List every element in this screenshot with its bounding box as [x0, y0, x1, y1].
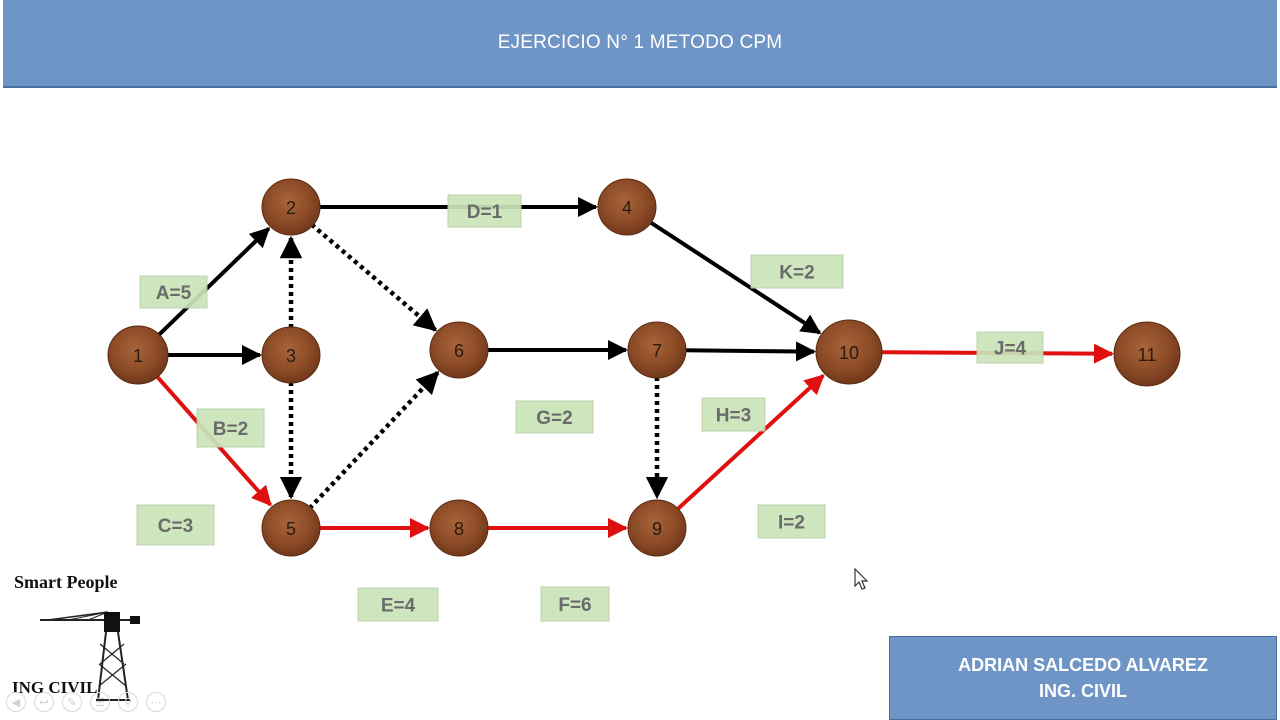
node-label-8: 8 — [454, 519, 464, 539]
activity-label-j: J=4 — [994, 339, 1027, 360]
activity-box-c: C=3 — [136, 504, 215, 546]
header-bar: EJERCICIO N° 1 METODO CPM — [3, 0, 1277, 88]
node-5: 5 — [261, 499, 321, 557]
back-icon[interactable]: ↩ — [34, 692, 54, 712]
activity-label-i: I=2 — [778, 513, 805, 534]
prev-icon[interactable]: ◀ — [6, 692, 26, 712]
player-controls: ◀ ↩ ✎ ☰ ⚲ ⋯ — [6, 692, 166, 712]
smart-people-logo: Smart People ING CIVIL — [8, 570, 158, 710]
activity-box-a: A=5 — [139, 275, 208, 309]
node-label-2: 2 — [286, 198, 296, 218]
activity-label-a: A=5 — [156, 283, 192, 304]
author-profession: ING. CIVIL — [1038, 681, 1127, 701]
node-4: 4 — [597, 178, 657, 236]
activity-label-g: G=2 — [536, 408, 572, 429]
node-6: 6 — [429, 321, 489, 379]
node-8: 8 — [429, 499, 489, 557]
page-title: EJERCICIO N° 1 METODO CPM — [497, 32, 783, 53]
edge-2-6 — [310, 222, 438, 332]
node-11: 11 — [1113, 321, 1181, 387]
node-3: 3 — [261, 326, 321, 384]
pen-icon[interactable]: ✎ — [62, 692, 82, 712]
node-label-5: 5 — [286, 519, 296, 539]
activity-box-b: B=2 — [196, 408, 265, 448]
node-9: 9 — [627, 499, 687, 557]
node-label-9: 9 — [652, 519, 662, 539]
node-label-7: 7 — [652, 341, 662, 361]
activity-label-h: H=3 — [716, 406, 751, 427]
activity-box-h: H=3 — [701, 397, 766, 432]
node-1: 1 — [107, 325, 169, 385]
edge-5-6 — [307, 370, 440, 510]
activity-label-b: B=2 — [213, 419, 248, 440]
edge-4-10 — [648, 220, 822, 335]
author-box: ADRIAN SALCEDO ALVAREZ ING. CIVIL — [889, 636, 1277, 720]
menu-icon[interactable]: ☰ — [90, 692, 110, 712]
edge-1-2 — [156, 227, 271, 337]
activity-box-i: I=2 — [757, 504, 826, 539]
activity-box-d: D=1 — [447, 194, 522, 228]
activity-label-c: C=3 — [158, 516, 193, 537]
node-2: 2 — [261, 178, 321, 236]
node-label-1: 1 — [133, 346, 143, 366]
activity-label-k: K=2 — [779, 263, 814, 284]
logo-top-text: Smart People — [14, 572, 118, 592]
zoom-icon[interactable]: ⚲ — [118, 692, 138, 712]
activity-box-j: J=4 — [976, 331, 1044, 364]
activity-box-k: K=2 — [750, 254, 844, 289]
node-label-4: 4 — [622, 198, 632, 218]
activity-box-e: E=4 — [357, 587, 439, 622]
activity-box-g: G=2 — [515, 400, 594, 434]
author-name: ADRIAN SALCEDO ALVAREZ — [958, 655, 1208, 675]
more-icon[interactable]: ⋯ — [146, 692, 166, 712]
node-label-6: 6 — [454, 341, 464, 361]
node-7: 7 — [627, 321, 687, 379]
edge-7-10 — [683, 341, 817, 362]
edge-9-10 — [675, 374, 825, 512]
activity-label-e: E=4 — [381, 596, 416, 617]
activity-label-f: F=6 — [558, 595, 591, 616]
node-label-10: 10 — [839, 343, 859, 363]
node-label-11: 11 — [1138, 345, 1157, 365]
mouse-cursor-icon — [854, 568, 869, 590]
activity-box-f: F=6 — [540, 586, 610, 622]
node-10: 10 — [815, 319, 883, 385]
activity-label-d: D=1 — [467, 202, 503, 223]
node-label-3: 3 — [286, 346, 296, 366]
